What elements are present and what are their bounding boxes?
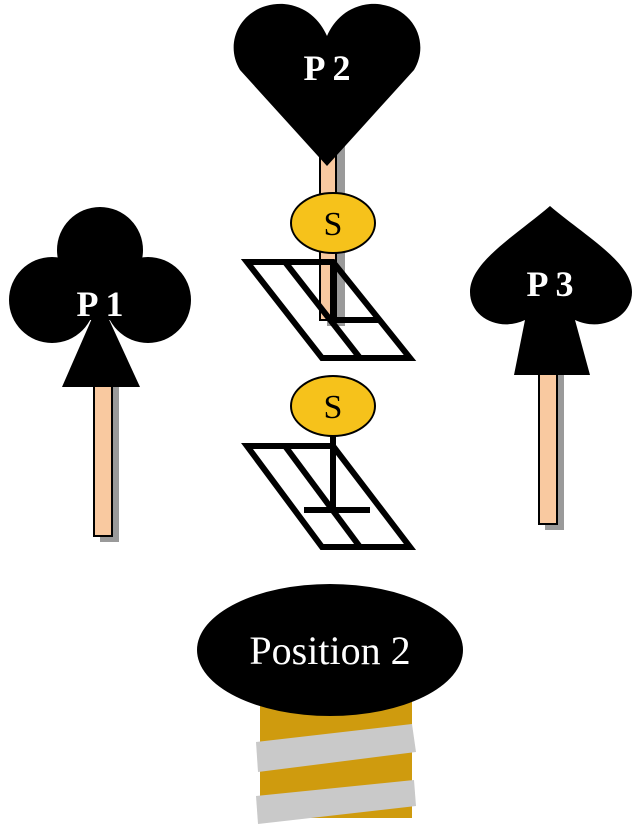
spade-icon (470, 206, 632, 375)
club-icon (9, 207, 191, 387)
p3-signal: P 3 (470, 206, 632, 530)
switch-top-label: S (324, 206, 343, 243)
switch-node-bottom: S (290, 375, 376, 437)
position-label: Position 2 (249, 628, 410, 673)
p1-pole (93, 379, 113, 537)
p1-signal: P 1 (9, 207, 191, 542)
p3-label: P 3 (526, 264, 573, 304)
p2-label: P 2 (303, 48, 350, 88)
switch-node-top: S (290, 192, 376, 254)
switch-track-top (240, 259, 417, 361)
position-disc (197, 584, 463, 716)
switch-track-bottom (241, 443, 417, 550)
heart-icon (233, 3, 421, 167)
position-base: Position 2 (197, 584, 463, 824)
p2-signal: P 2 S S (233, 3, 421, 550)
base-cylinder (256, 700, 416, 824)
switch-bottom-label: S (324, 389, 343, 426)
p1-label: P 1 (76, 284, 123, 324)
p3-pole (538, 367, 558, 525)
